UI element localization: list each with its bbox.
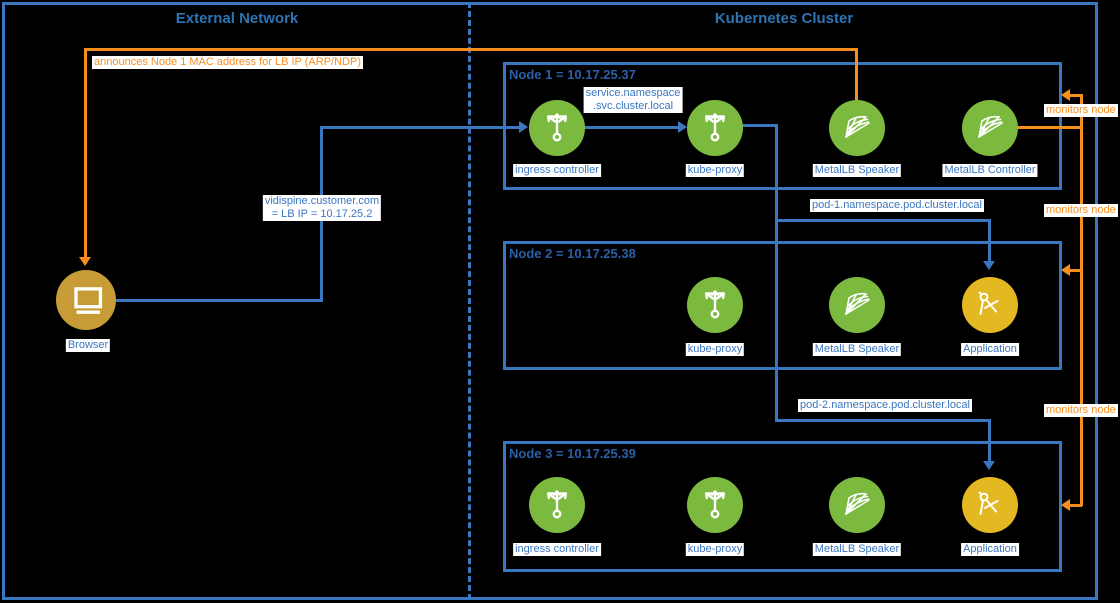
- kubernetes-cluster-title: Kubernetes Cluster: [714, 10, 854, 27]
- node2-title: Node 2 = 10.17.25.38: [509, 246, 636, 261]
- arrowhead-into-kubeproxy: [678, 121, 687, 133]
- edge-monitors-node3-stub: [1070, 504, 1082, 507]
- kube-proxy-icon: [687, 477, 743, 533]
- component-label: kube-proxy: [685, 164, 745, 177]
- edge-announce-horizontal: [84, 48, 858, 51]
- edge-pod2-drop: [988, 419, 991, 462]
- metallb-speaker-icon: [829, 477, 885, 533]
- kube-proxy-icon: [687, 100, 743, 156]
- component-label: MetalLB Speaker: [812, 164, 902, 177]
- component-label: ingress controller: [513, 164, 601, 177]
- edge-pod2-horizontal: [775, 419, 989, 422]
- ingress-controller-icon: [529, 477, 585, 533]
- dns-edge-label: vidispine.customer.com = LB IP = 10.17.2…: [262, 195, 382, 221]
- pod1-dns-label: pod-1.namespace.pod.cluster.local: [810, 199, 984, 212]
- browser-icon: [56, 270, 116, 330]
- application-icon: [962, 277, 1018, 333]
- arrowhead-into-node3-application: [983, 461, 995, 470]
- node1-title: Node 1 = 10.17.25.37: [509, 67, 636, 82]
- dns-edge-label-line1: vidispine.customer.com: [264, 195, 380, 207]
- service-dns-label: service.namespace .svc.cluster.local: [583, 87, 683, 113]
- edge-monitors-node2-stub: [1070, 269, 1082, 272]
- monitors-node-label-3: monitors node: [1044, 404, 1118, 417]
- edge-pod1-horizontal: [775, 219, 989, 222]
- metallb-controller-icon: [962, 100, 1018, 156]
- edge-kubeproxy-out: [742, 124, 778, 127]
- arrowhead-into-node1: [1061, 89, 1070, 101]
- node2-box: [503, 241, 1062, 370]
- node3-box: [503, 441, 1062, 572]
- arrowhead-into-node2-application: [983, 261, 995, 270]
- component-label: MetalLB Controller: [942, 164, 1038, 177]
- edge-monitors-trunk: [1080, 94, 1083, 506]
- browser-label: Browser: [65, 339, 111, 352]
- component-label: Application: [961, 343, 1019, 356]
- component-label: MetalLB Speaker: [812, 543, 902, 556]
- network-divider: [468, 2, 471, 600]
- component-label: kube-proxy: [685, 543, 745, 556]
- edge-browser-out: [116, 299, 322, 302]
- edge-announce-speaker-stub: [855, 48, 858, 101]
- arrowhead-into-ingress: [519, 121, 528, 133]
- arrowhead-into-node3: [1061, 499, 1070, 511]
- pod2-dns-label: pod-2.namespace.pod.cluster.local: [798, 399, 972, 412]
- external-network-title: External Network: [175, 10, 299, 27]
- edge-to-ingress: [320, 126, 520, 129]
- application-icon: [962, 477, 1018, 533]
- metallb-speaker-icon: [829, 277, 885, 333]
- monitors-node-label-2: monitors node: [1044, 204, 1118, 217]
- edge-announce-down: [84, 48, 87, 258]
- monitors-node-label-1: monitors node: [1044, 104, 1118, 117]
- edge-pod-trunk: [775, 124, 778, 422]
- arrowhead-into-node2: [1061, 264, 1070, 276]
- announce-edge-label: announces Node 1 MAC address for LB IP (…: [92, 56, 363, 69]
- component-label: kube-proxy: [685, 343, 745, 356]
- component-label: ingress controller: [513, 543, 601, 556]
- edge-monitors-node1-stub: [1070, 94, 1082, 97]
- metallb-speaker-icon: [829, 100, 885, 156]
- dns-edge-label-line2: = LB IP = 10.17.25.2: [271, 208, 373, 220]
- component-label: Application: [961, 543, 1019, 556]
- arrowhead-into-browser: [79, 257, 91, 266]
- ingress-controller-icon: [529, 100, 585, 156]
- edge-pod1-drop: [988, 219, 991, 262]
- kube-proxy-icon: [687, 277, 743, 333]
- component-label: MetalLB Speaker: [812, 343, 902, 356]
- edge-controller-out: [1016, 126, 1083, 129]
- node3-title: Node 3 = 10.17.25.39: [509, 446, 636, 461]
- service-dns-label-line1: service.namespace: [585, 87, 681, 99]
- edge-ingress-to-kubeproxy: [584, 126, 679, 129]
- diagram-frame: [2, 2, 1098, 600]
- service-dns-label-line2: .svc.cluster.local: [592, 100, 674, 112]
